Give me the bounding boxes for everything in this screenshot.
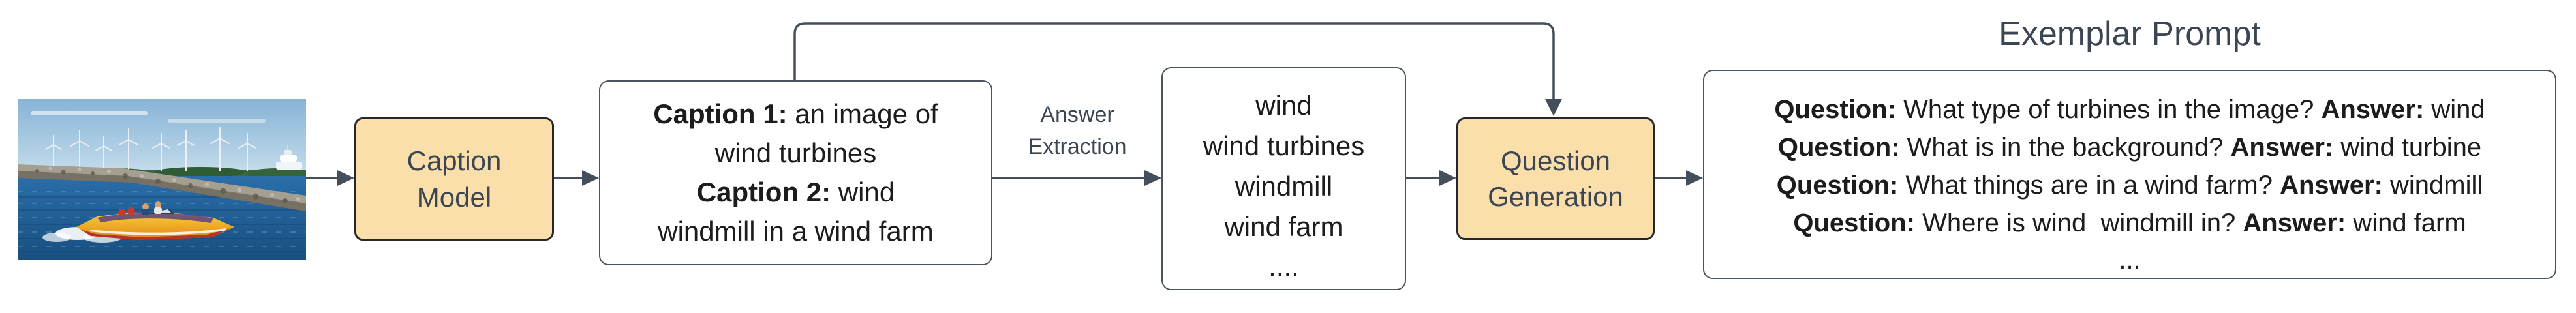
arrowhead	[1686, 170, 1703, 186]
arrowhead-down	[1545, 99, 1562, 116]
caption-line: windmill in a wind farm	[658, 216, 934, 246]
caption-line: wind turbines	[714, 138, 877, 168]
boat-windfarm-illustration	[18, 99, 306, 260]
exemplar-ellipsis: ...	[2119, 246, 2141, 275]
answer-item: wind turbines	[1203, 130, 1365, 161]
answers-list: wind wind turbines windmill wind farm	[1203, 85, 1364, 247]
arrowhead	[1439, 170, 1456, 186]
qa-line: Question: What things are in a wind farm…	[1776, 171, 2483, 200]
answer-extraction-label: Answer Extraction	[1028, 102, 1127, 160]
caption-line: Caption 2: wind	[696, 177, 895, 207]
answer-item: windmill	[1234, 171, 1333, 201]
answers-ellipsis: ....	[1268, 251, 1299, 282]
qa-line: Question: Where is wind windmill in? Ans…	[1793, 209, 2466, 237]
answers-box: wind wind turbines windmill wind farm ..…	[1161, 67, 1406, 290]
feedback-line-captions-to-question-generation	[793, 22, 1555, 99]
caption-model-label: Caption Model	[406, 145, 502, 213]
qa-line: Question: What type of turbines in the i…	[1774, 95, 2485, 124]
input-image-photo	[18, 99, 306, 260]
speedboat	[76, 201, 234, 240]
caption-line: Caption 1: an image of	[653, 98, 938, 129]
question-generation-box: Question Generation	[1456, 117, 1655, 240]
arrowhead	[582, 170, 599, 186]
arrowhead	[337, 170, 354, 186]
arrowhead	[1144, 170, 1161, 186]
captions-box: Caption 1: an image of wind turbines Cap…	[599, 80, 992, 265]
exemplar-prompt-title: Exemplar Prompt	[1999, 15, 2261, 53]
question-generation-label: Question Generation	[1488, 145, 1623, 212]
answer-item: wind farm	[1224, 211, 1343, 242]
qa-line: Question: What is in the background? Ans…	[1777, 133, 2482, 162]
exemplar-prompt-box: Question: What type of turbines in the i…	[1703, 70, 2556, 279]
ferry-boat	[276, 145, 302, 170]
caption-model-box: Caption Model	[354, 117, 554, 241]
answer-item: wind	[1255, 90, 1312, 121]
